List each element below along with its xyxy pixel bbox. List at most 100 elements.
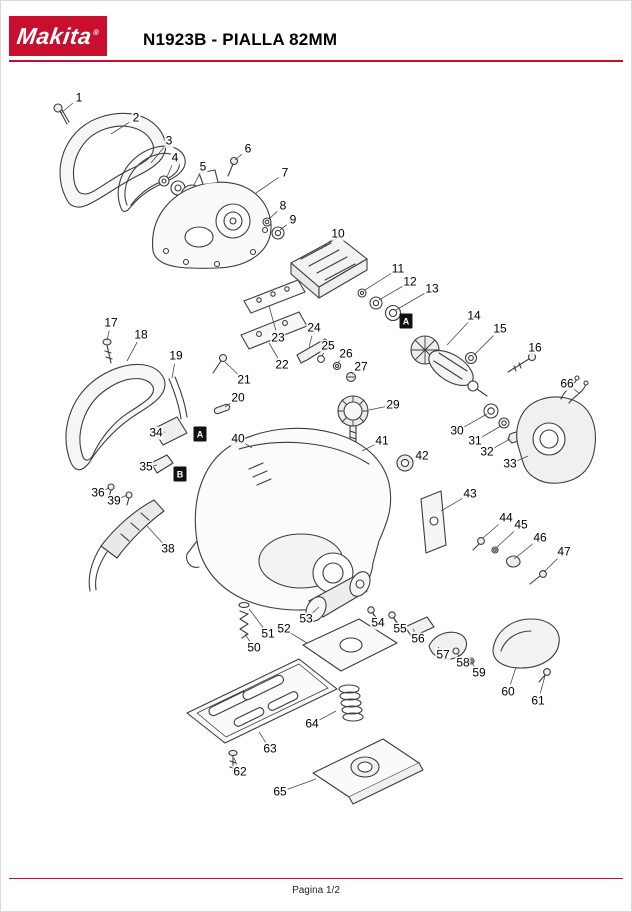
- part-number-3: 3: [164, 133, 174, 148]
- part-number-27: 27: [353, 359, 369, 374]
- part-number-17: 17: [103, 315, 119, 330]
- bearing-15: [464, 351, 478, 365]
- part-number-40: 40: [230, 431, 246, 446]
- part-number-6: 6: [243, 141, 253, 156]
- part-number-45: 45: [513, 517, 529, 532]
- motor-housing: [516, 375, 596, 484]
- part-number-19: 19: [168, 348, 184, 363]
- gear-housing: [152, 169, 272, 269]
- part-number-33: 33: [502, 456, 518, 471]
- part-number-11: 11: [390, 261, 406, 276]
- part-number-46: 46: [532, 530, 548, 545]
- part-number-20: 20: [230, 390, 246, 405]
- part-number-29: 29: [385, 397, 401, 412]
- part-number-9: 9: [288, 212, 298, 227]
- armature: [410, 335, 488, 397]
- assembly-marker-A: A: [193, 426, 207, 442]
- part-number-38: 38: [160, 541, 176, 556]
- part-number-10: 10: [330, 226, 346, 241]
- part-number-2: 2: [131, 110, 141, 125]
- assembly-marker-A: A: [399, 313, 413, 329]
- base-plate: [186, 658, 338, 744]
- part-number-32: 32: [479, 444, 495, 459]
- part-number-53: 53: [298, 611, 314, 626]
- part-number-18: 18: [133, 327, 149, 342]
- part-number-61: 61: [530, 693, 546, 708]
- part-number-58: 58: [455, 655, 471, 670]
- part-number-62: 62: [232, 764, 248, 779]
- part-number-60: 60: [500, 684, 516, 699]
- spring-50-51: [238, 602, 250, 639]
- page-number: Pagina 1/2: [292, 885, 340, 896]
- part-number-41: 41: [374, 433, 390, 448]
- part-number-65: 65: [272, 784, 288, 799]
- part-number-52: 52: [276, 621, 292, 636]
- part-number-64: 64: [304, 716, 320, 731]
- part-number-59: 59: [471, 665, 487, 680]
- screw-part-1: [53, 103, 70, 125]
- part-number-30: 30: [449, 423, 465, 438]
- part-number-23: 23: [270, 330, 286, 345]
- leader-lines: [60, 102, 580, 790]
- part-number-12: 12: [402, 274, 418, 289]
- knob-42: [396, 454, 414, 472]
- main-housing: [186, 427, 392, 611]
- part-number-22: 22: [274, 357, 290, 372]
- part-number-5: 5: [198, 159, 208, 174]
- cover-plates: [240, 279, 308, 350]
- rear-handle: [65, 363, 166, 471]
- screw-21: [212, 353, 228, 374]
- power-cord: [88, 499, 165, 592]
- small-fasteners: [317, 355, 356, 382]
- plate-56: [404, 616, 435, 638]
- spring-64: [338, 684, 364, 722]
- part-number-36: 36: [90, 485, 106, 500]
- part-number-47: 47: [556, 544, 572, 559]
- part-number-1: 1: [74, 90, 84, 105]
- part-number-66: 66: [559, 376, 575, 391]
- part-number-15: 15: [492, 321, 508, 336]
- part-number-24: 24: [306, 320, 322, 335]
- front-handle: [59, 112, 186, 213]
- part-number-54: 54: [370, 615, 386, 630]
- part-number-42: 42: [414, 448, 430, 463]
- part-number-21: 21: [236, 372, 252, 387]
- washers-8-9: [262, 217, 285, 240]
- drum-housing: [290, 236, 368, 299]
- part-number-44: 44: [498, 510, 514, 525]
- part-number-56: 56: [410, 631, 426, 646]
- header-rule: [9, 60, 623, 62]
- part-number-26: 26: [338, 346, 354, 361]
- footer-rule: [9, 878, 623, 879]
- motor-bearing-set: [483, 403, 521, 444]
- part-number-16: 16: [527, 340, 543, 355]
- part-number-4: 4: [170, 150, 180, 165]
- part-number-39: 39: [106, 493, 122, 508]
- part-number-55: 55: [392, 621, 408, 636]
- part-number-35: 35: [138, 459, 154, 474]
- part-number-43: 43: [462, 486, 478, 501]
- part-number-14: 14: [466, 308, 482, 323]
- fastener-row-44-47: [472, 537, 547, 585]
- rear-cover-60-61: [492, 618, 560, 683]
- part-number-50: 50: [246, 640, 262, 655]
- blade-drum: [305, 571, 371, 622]
- switch-wires: [168, 376, 188, 420]
- part-number-51: 51: [260, 626, 276, 641]
- makita-logo: Makita®: [9, 16, 107, 56]
- screw-17: [102, 338, 113, 364]
- part-number-25: 25: [320, 338, 336, 353]
- page-title: N1923B - PIALLA 82MM: [143, 30, 338, 49]
- part-number-34: 34: [148, 425, 164, 440]
- sole-insert: [302, 618, 398, 672]
- front-shoe: [312, 738, 424, 805]
- part-number-63: 63: [262, 741, 278, 756]
- part-number-57: 57: [435, 647, 451, 662]
- bracket-43: [420, 490, 447, 554]
- part-number-31: 31: [467, 433, 483, 448]
- part-number-13: 13: [424, 281, 440, 296]
- part-number-7: 7: [280, 165, 290, 180]
